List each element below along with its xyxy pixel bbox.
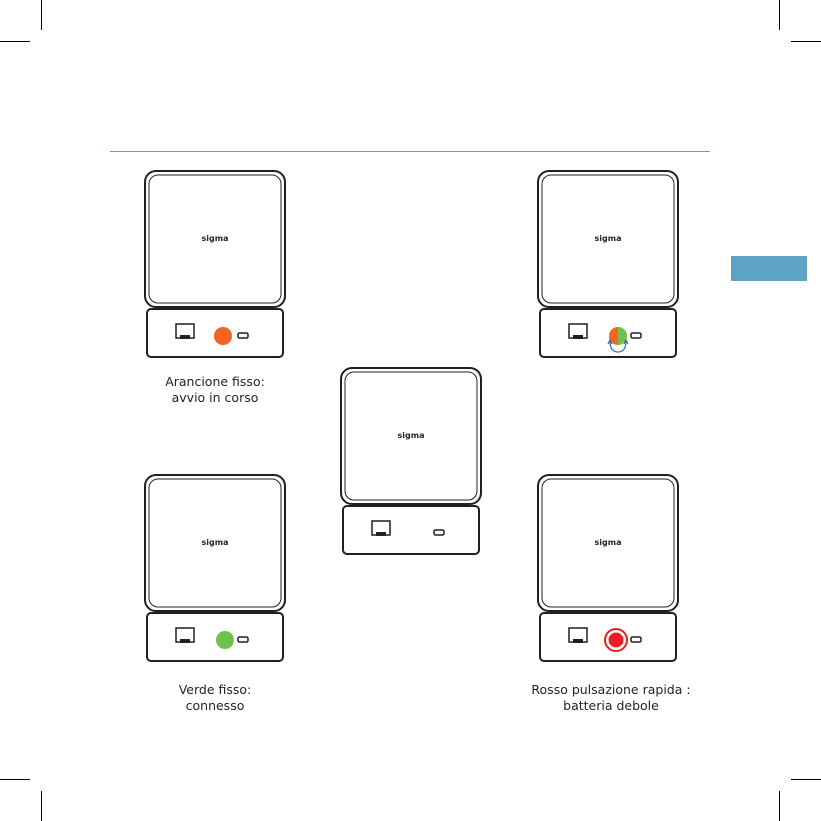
device-green: sigma bbox=[144, 474, 286, 664]
caption-orange-line2: avvio in corso bbox=[140, 390, 290, 406]
caption-green: Verde fisso: connesso bbox=[140, 682, 290, 714]
caption-red-line2: batteria debole bbox=[506, 698, 716, 714]
caption-red: Rosso pulsazione rapida : batteria debol… bbox=[506, 682, 716, 714]
crop-mark bbox=[0, 41, 30, 42]
crop-mark bbox=[0, 779, 30, 780]
caption-red-line1: Rosso pulsazione rapida : bbox=[506, 682, 716, 698]
brand-logo: sigma bbox=[398, 431, 425, 440]
crop-mark bbox=[779, 0, 780, 30]
caption-orange-line1: Arancione fisso: bbox=[140, 374, 290, 390]
brand-logo: sigma bbox=[595, 538, 622, 547]
crop-mark bbox=[791, 779, 821, 780]
device-blink: sigma bbox=[537, 170, 679, 360]
caption-green-line1: Verde fisso: bbox=[140, 682, 290, 698]
device-off: sigma bbox=[340, 367, 482, 557]
crop-mark bbox=[41, 0, 42, 30]
device-orange: sigma bbox=[144, 170, 286, 360]
crop-mark bbox=[41, 791, 42, 821]
device-red: sigma bbox=[537, 474, 679, 664]
caption-orange: Arancione fisso: avvio in corso bbox=[140, 374, 290, 406]
brand-logo: sigma bbox=[595, 234, 622, 243]
crop-mark bbox=[779, 791, 780, 821]
brand-logo: sigma bbox=[202, 538, 229, 547]
caption-green-line2: connesso bbox=[140, 698, 290, 714]
led-orange bbox=[214, 327, 232, 345]
led-green bbox=[216, 631, 234, 649]
crop-mark bbox=[791, 41, 821, 42]
brand-logo: sigma bbox=[202, 234, 229, 243]
header-rule bbox=[110, 151, 710, 152]
section-tab bbox=[731, 256, 807, 281]
